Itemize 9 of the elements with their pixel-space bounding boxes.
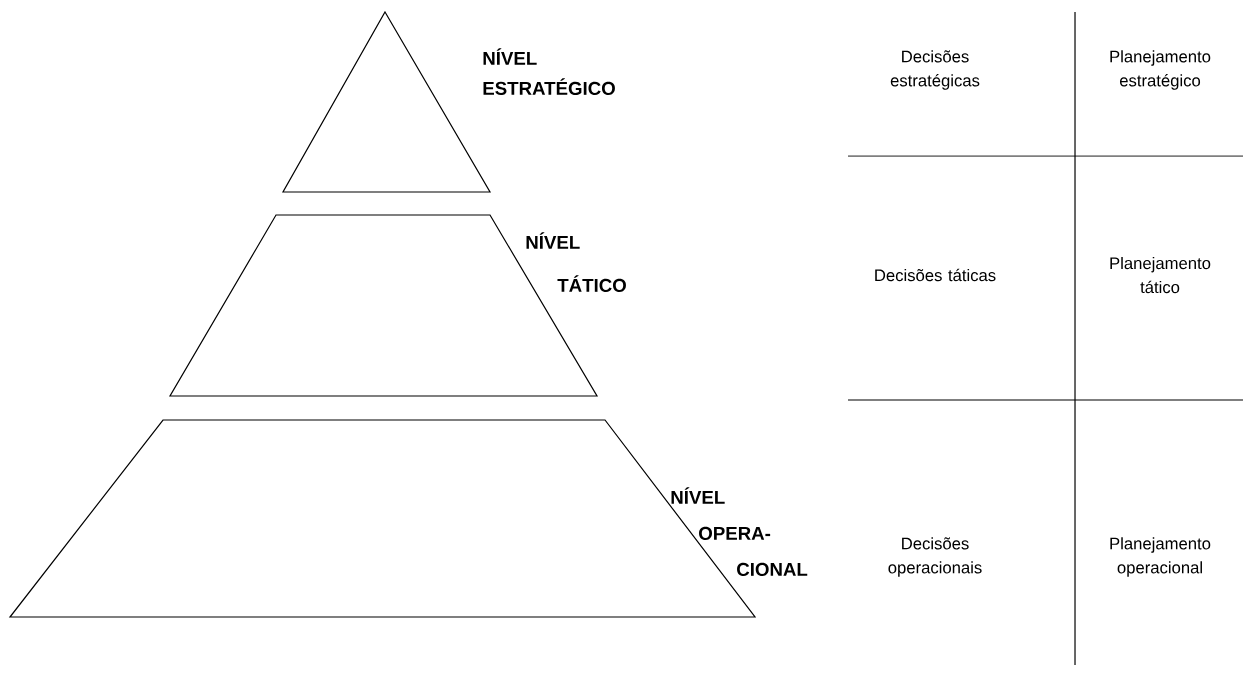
table-cell-text: Decisões estratégicas (890, 50, 980, 90)
table-cell-text: Decisões operacionais (888, 537, 982, 577)
level-heading: NÍVEL ESTRATÉGICO (483, 48, 615, 95)
level-heading: NÍVEL TÁTICO (526, 232, 626, 292)
table-cell-text: Planejamento estratégico (1110, 50, 1211, 90)
table-cell-text: Decisões táticas (875, 268, 996, 282)
table-cell-text: Planejamento operacional (1110, 537, 1211, 577)
level-heading: NÍVEL OPERA- CIONAL (671, 487, 808, 576)
table-cell-text: Planejamento tático (1110, 256, 1211, 294)
